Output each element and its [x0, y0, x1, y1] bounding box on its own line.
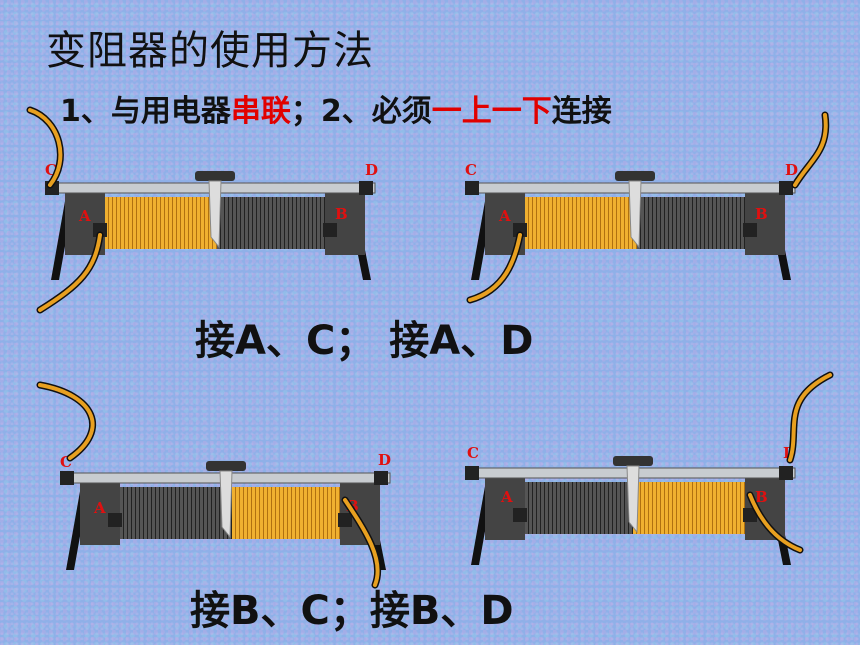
- subtitle-part3: 连接: [551, 94, 612, 129]
- terminal-d-label: D: [783, 444, 796, 462]
- terminal-c-label: C: [60, 453, 72, 471]
- caption-bottom: 接B、C；接B、D: [190, 588, 514, 634]
- subtitle-highlight-updown: 一上一下: [431, 94, 552, 129]
- subtitle: 1、与用电器串联；2、必须一上一下连接: [60, 86, 612, 130]
- rheostat-bc-drawing: C D A B: [60, 451, 391, 570]
- page-title: 变阻器的使用方法: [46, 28, 374, 74]
- caption-top: 接A、C； 接A、D: [195, 318, 534, 364]
- terminal-a-label: A: [498, 207, 511, 225]
- terminal-c-label: C: [467, 444, 479, 462]
- subtitle-highlight-series: 串联: [230, 94, 291, 129]
- terminal-d-label: D: [785, 161, 798, 179]
- rheostat-ad-drawing: C D A B: [465, 161, 798, 280]
- rheostat-bd-drawing: C D A B: [465, 444, 796, 565]
- terminal-d-label: D: [365, 161, 378, 179]
- subtitle-part2: ；2、必须: [290, 94, 432, 129]
- rheostat-bc: C D A B: [60, 445, 410, 585]
- rheostat-bd: C D A B: [465, 440, 815, 580]
- terminal-a-label: A: [93, 499, 106, 517]
- subtitle-part1: 1、与用电器: [60, 94, 231, 129]
- terminal-b-label: B: [346, 497, 359, 515]
- terminal-c-label: C: [465, 161, 477, 179]
- terminal-b-label: B: [755, 205, 768, 223]
- terminal-a-label: A: [78, 207, 91, 225]
- rheostat-ac: C D A B: [45, 155, 395, 295]
- rheostat-ac-drawing: C D A B: [45, 161, 378, 280]
- terminal-b-label: B: [335, 205, 348, 223]
- terminal-a-label: A: [500, 488, 513, 506]
- terminal-c-label: C: [45, 161, 57, 179]
- rheostat-ad: C D A B: [465, 155, 815, 295]
- terminal-b-label: B: [755, 488, 768, 506]
- terminal-d-label: D: [378, 451, 391, 469]
